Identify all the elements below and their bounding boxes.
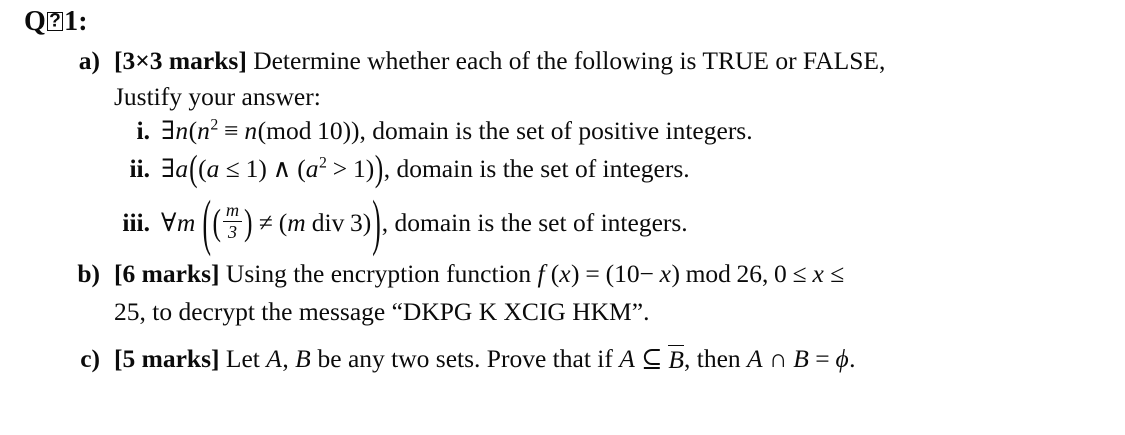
set-b-second: B [793,344,809,373]
subpart-ii-tail: , domain is the set of integers. [383,154,690,183]
subpart-iii-tail: , domain is the set of integers. [381,207,688,237]
question-heading: Q 1: [24,6,88,38]
set-a-third: A [747,344,763,373]
subpart-ii: ii. ∃a((a≤1)∧(a2>1)), domain is the set … [94,147,690,190]
subpart-ii-formula: ∃a((a≤1)∧(a2>1)) [161,147,384,190]
part-c-text-3: , then [684,344,741,373]
part-a-marks: [3×3 marks] [114,46,247,75]
part-a-line-1-text: [3×3 marks] Determine whether each of th… [114,48,885,74]
quote-open: “ [391,297,403,326]
part-a-line-1: a) [3×3 marks] Determine whether each of… [60,46,886,75]
part-a-line-2: Justify your answer: [114,84,321,110]
cipher-message: DKPG K XCIG HKM [402,297,632,326]
part-c-comma: , [282,344,289,373]
empty-set-symbol: ϕ [835,344,849,373]
part-b-prompt: Using the encryption function [225,259,532,288]
part-c-period: . [849,344,856,373]
set-a-second: A [619,344,635,373]
part-c-text-2: be any two sets. Prove that if [317,344,613,373]
part-a-justify-text: Justify your answer: [114,82,321,111]
part-b-continuation: 25, to decrypt the message [114,297,386,326]
part-c-marker: c) [80,344,100,373]
set-a-first: A [266,344,282,373]
subpart-ii-content: ∃a((a≤1)∧(a2>1)), domain is the set of i… [161,147,690,190]
subpart-iii-marker: iii. [122,207,150,237]
equals-operator: = [815,344,830,373]
question-heading-suffix: 1: [64,6,88,37]
set-b-first: B [295,344,311,373]
part-c-marks: [5 marks] [114,344,220,373]
subpart-i-marker: i. [136,116,150,145]
part-b-line-2-text: 25, to decrypt the message “DKPG K XCIG … [114,299,649,325]
quote-close: ” [631,297,644,326]
question-heading-prefix: Q [24,6,46,37]
fraction-denominator: 3 [227,222,238,243]
part-b-marker: b) [77,259,100,288]
part-b-line-1: b) [6 marks] Using the encryption functi… [60,261,850,287]
part-b-marks: [6 marks] [114,259,220,288]
fraction-bar [222,220,243,223]
intersection-operator: ∩ [768,344,788,373]
set-b-complement: B [668,345,684,374]
part-c-text-1: Let [225,344,260,373]
part-a-prompt: Determine whether each of the following … [253,46,886,75]
part-a-marker: a) [78,46,100,75]
part-b-period: . [643,297,650,326]
missing-glyph-box-icon [47,11,63,32]
fraction-numerator: m [225,199,240,220]
part-b-line-2: 25, to decrypt the message “DKPG K XCIG … [114,299,649,325]
part-c-line-1: c) [5 marks] Let A, B be any two sets. P… [60,344,856,372]
subpart-ii-marker: ii. [129,154,150,183]
subpart-i-tail: , domain is the set of positive integers… [359,116,753,145]
part-c-content: [5 marks] Let A, B be any two sets. Prov… [114,344,856,372]
part-b-line-1-text: [6 marks] Using the encryption function … [114,261,850,287]
subset-operator: ⊆ [641,344,663,373]
